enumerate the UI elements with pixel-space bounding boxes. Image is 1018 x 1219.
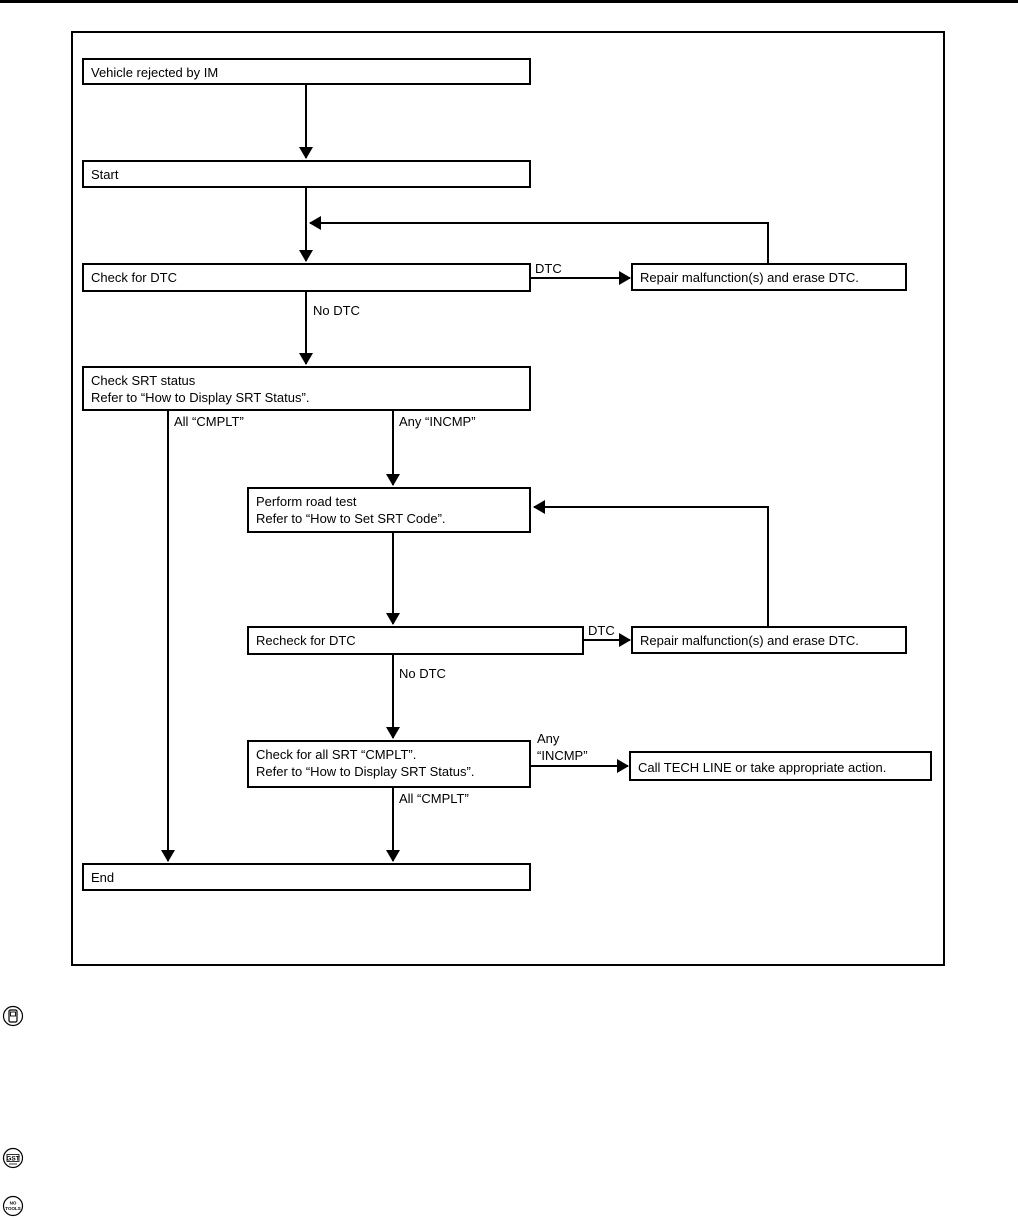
edge-label-all-cmplt-2: All “CMPLT” <box>399 791 469 806</box>
edge-label-no-dtc-1: No DTC <box>313 303 360 318</box>
edge-label-dtc-1: DTC <box>535 261 562 276</box>
edge-label-any-incmp-2-line2: “INCMP” <box>537 748 588 763</box>
node-check-all-srt: Check for all SRT “CMPLT”. Refer to “How… <box>247 740 531 788</box>
node-check-srt: Check SRT status Refer to “How to Displa… <box>82 366 531 411</box>
node-road-test-line2: Refer to “How to Set SRT Code”. <box>256 511 446 526</box>
node-check-all-srt-line1: Check for all SRT “CMPLT”. <box>256 747 417 762</box>
no-tools-icon-line2: TOOLS <box>5 1206 20 1211</box>
node-check-all-srt-line2: Refer to “How to Display SRT Status”. <box>256 764 475 779</box>
node-check-dtc-text: Check for DTC <box>91 270 177 285</box>
node-repair-1: Repair malfunction(s) and erase DTC. <box>631 263 907 291</box>
node-repair-1-text: Repair malfunction(s) and erase DTC. <box>640 270 859 285</box>
node-recheck-dtc: Recheck for DTC <box>247 626 584 655</box>
node-start: Start <box>82 160 531 188</box>
node-repair-2-text: Repair malfunction(s) and erase DTC. <box>640 633 859 648</box>
node-vehicle-rejected: Vehicle rejected by IM <box>82 58 531 85</box>
node-vehicle-rejected-text: Vehicle rejected by IM <box>91 65 219 80</box>
node-recheck-dtc-text: Recheck for DTC <box>256 633 356 648</box>
consult-tool-icon <box>2 1005 24 1027</box>
no-tools-icon: NO TOOLS <box>2 1195 24 1217</box>
gst-icon: GST <box>2 1147 24 1169</box>
no-tools-icon-line1: NO <box>10 1201 17 1206</box>
gst-icon-text: GST <box>6 1156 19 1163</box>
edge-repair2-loop <box>533 500 769 626</box>
node-repair-2: Repair malfunction(s) and erase DTC. <box>631 626 907 654</box>
node-road-test-line1: Perform road test <box>256 494 357 509</box>
top-rule <box>0 0 1018 3</box>
node-end-text: End <box>91 870 115 885</box>
node-call-tech-line-text: Call TECH LINE or take appropriate actio… <box>638 760 887 775</box>
node-end: End <box>82 863 531 891</box>
node-start-text: Start <box>91 167 119 182</box>
edge-label-any-incmp-1: Any “INCMP” <box>399 414 476 429</box>
node-road-test: Perform road test Refer to “How to Set S… <box>247 487 531 533</box>
edge-repair1-loop <box>309 216 769 264</box>
node-check-srt-line2: Refer to “How to Display SRT Status”. <box>91 390 310 405</box>
node-check-srt-line1: Check SRT status <box>91 373 196 388</box>
node-call-tech-line: Call TECH LINE or take appropriate actio… <box>629 751 932 781</box>
edge-label-all-cmplt-1: All “CMPLT” <box>174 414 244 429</box>
node-check-dtc: Check for DTC <box>82 263 531 292</box>
flowchart-frame <box>71 31 945 966</box>
edge-label-any-incmp-2-line1: Any <box>537 731 560 746</box>
edge-label-no-dtc-2: No DTC <box>399 666 446 681</box>
edge-label-dtc-2: DTC <box>588 623 615 638</box>
